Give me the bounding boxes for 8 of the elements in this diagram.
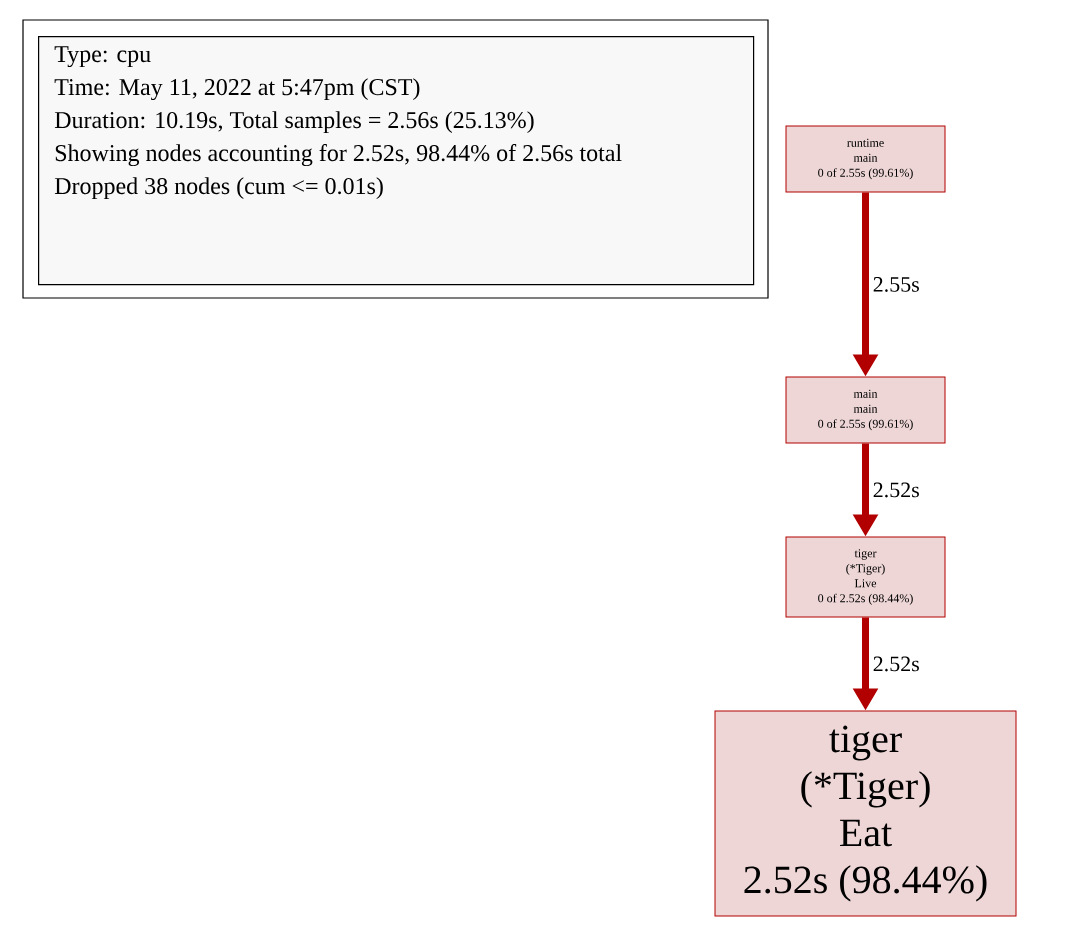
function-box: tiger (*Tiger) Live 0 of 2.52s (98.44%) [785,536,946,618]
edge-label: 2.55s [873,277,919,292]
info-box: Type: cpu Time: May 11, 2022 at 5:47pm (CST) Duration: 10.19s, Total samples = 2.56s (25.13%) Showing nodes accounting for 2.52s, 98.44% of 2.56s total Dropped 38 nodes (cum <= 0.01s) [22,19,769,299]
function-box: main main 0 of 2.55s (99.61%) [785,376,946,444]
function-box: runtime main 0 of 2.55s (99.61%) [785,125,946,193]
edge-label: 2.52s [873,482,919,498]
function-box: tiger (*Tiger) Eat 2.52s (98.44%) [714,710,1017,917]
edge-label: 2.52s [873,656,919,672]
